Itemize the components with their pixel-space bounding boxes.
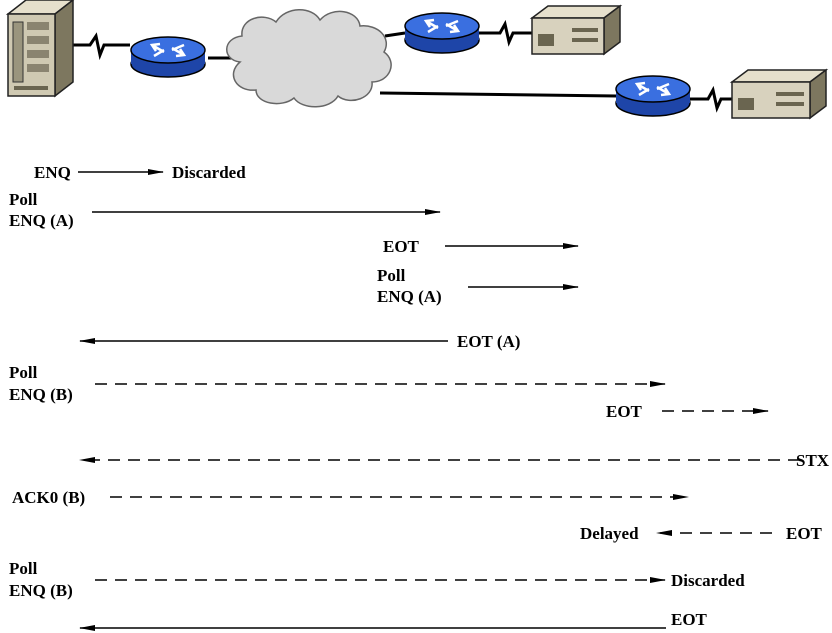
label-poll: Poll — [9, 559, 38, 578]
router-icon — [404, 12, 480, 54]
label-enq-b: ENQ (B) — [9, 385, 73, 404]
link-cloud-router2 — [384, 31, 406, 38]
label-delayed: Delayed — [580, 524, 639, 543]
label-eot-a: EOT (A) — [457, 332, 520, 351]
label-stx: STX — [796, 451, 830, 470]
link-host-router — [70, 32, 130, 61]
router-icon — [130, 36, 206, 78]
label-enq-a: ENQ (A) — [9, 211, 74, 230]
network-topology — [5, 0, 829, 120]
message-labels: ENQ Discarded Poll ENQ (A) EOT Poll ENQ … — [9, 163, 830, 629]
message-sequence — [78, 169, 800, 631]
label-poll: Poll — [377, 266, 406, 285]
label-eot: EOT — [383, 237, 420, 256]
label-ack0-b: ACK0 (B) — [12, 488, 85, 507]
label-enq-b: ENQ (B) — [9, 581, 73, 600]
label-discarded: Discarded — [671, 571, 745, 590]
label-eot: EOT — [671, 610, 708, 629]
label-poll: Poll — [9, 190, 38, 209]
router-icon — [615, 75, 691, 117]
label-discarded: Discarded — [172, 163, 246, 182]
label-poll: Poll — [9, 363, 38, 382]
label-enq-a: ENQ (A) — [377, 287, 442, 306]
label-enq: ENQ — [34, 163, 71, 182]
link-router2-terminal1 — [478, 19, 532, 47]
terminal-device-icon — [729, 68, 829, 120]
terminal-device-icon — [529, 4, 623, 56]
host-computer-icon — [5, 0, 75, 98]
link-cloud-router3 — [379, 91, 618, 98]
link-router3-terminal2 — [690, 85, 732, 113]
cloud-icon — [226, 9, 392, 108]
label-eot: EOT — [606, 402, 643, 421]
label-eot: EOT — [786, 524, 823, 543]
